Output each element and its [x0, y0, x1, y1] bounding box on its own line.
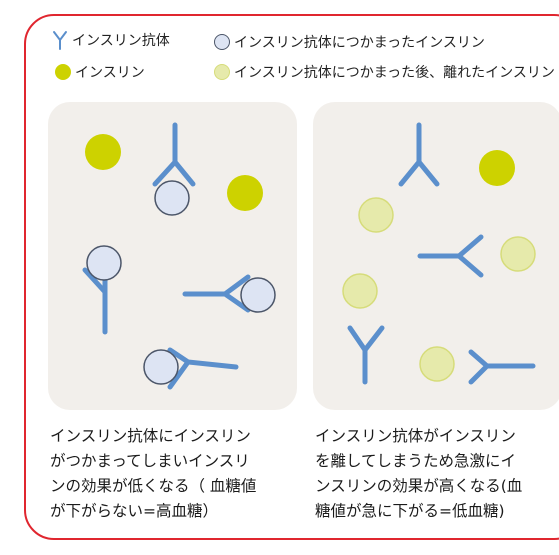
outer-frame [24, 14, 559, 540]
legend-insulin: インスリン [55, 62, 145, 82]
legend-insulin-label: インスリン [75, 65, 145, 81]
antibody-right [182, 274, 251, 313]
insulin-bound-3 [240, 277, 276, 313]
insulin-free-1 [85, 134, 121, 170]
right-caption: インスリン抗体がインスリン を離してしまうため急激にイ ンスリンの効果が高くなる… [315, 424, 522, 524]
right-caption-line: 糖値が急に下がる=低血糖) [315, 502, 505, 520]
right-caption-line: を離してしまうため急激にイ [315, 452, 517, 470]
insulin-released-2 [500, 236, 536, 272]
antibody-icon [53, 31, 67, 50]
right-caption-line: ンスリンの効果が高くなる(血 [315, 477, 523, 495]
insulin-bound-1 [154, 180, 190, 216]
released-insulin-icon [214, 64, 230, 80]
left-panel-diagram [82, 122, 276, 390]
right-caption-line: インスリン抗体がインスリン [315, 427, 516, 445]
insulin-released-4 [419, 346, 455, 382]
antibody-bottom [167, 347, 239, 390]
insulin-bound-4 [143, 349, 179, 385]
right-panel [313, 102, 559, 410]
antibody-top [152, 122, 196, 187]
left-caption-line: がつかまってしまいインスリ [50, 452, 250, 470]
insulin-icon [55, 64, 71, 80]
legend-released: インスリン抗体につかまった後、離れたインスリン [214, 62, 555, 82]
bound-insulin-icon [214, 34, 230, 50]
insulin-released-3 [342, 273, 378, 309]
left-caption: インスリン抗体にインスリン がつかまってしまいインスリ ンの効果が低くなる（ 血… [50, 424, 256, 524]
left-panel [48, 102, 297, 410]
legend-antibody-label: インスリン抗体 [72, 33, 170, 49]
right-panel-diagram [342, 122, 536, 385]
insulin-released-1 [358, 197, 394, 233]
antibody-right-free [468, 349, 536, 385]
legend-bound-label: インスリン抗体につかまったインスリン [234, 35, 485, 51]
insulin-free-3 [479, 150, 515, 186]
insulin-free-2 [227, 175, 263, 211]
antibody-top-free [398, 122, 440, 187]
legend-bound: インスリン抗体につかまったインスリン [214, 32, 485, 52]
left-caption-line: ンの効果が低くなる（ 血糖値 [50, 477, 257, 495]
legend-antibody: インスリン抗体 [52, 30, 170, 50]
antibody-mid-free [417, 234, 484, 278]
left-caption-line: インスリン抗体にインスリン [50, 427, 251, 445]
legend-released-label: インスリン抗体につかまった後、離れたインスリン [234, 65, 555, 81]
insulin-bound-2 [86, 245, 122, 281]
antibody-left-free [347, 325, 385, 385]
left-caption-line: が下がらない=高血糖） [50, 502, 218, 520]
